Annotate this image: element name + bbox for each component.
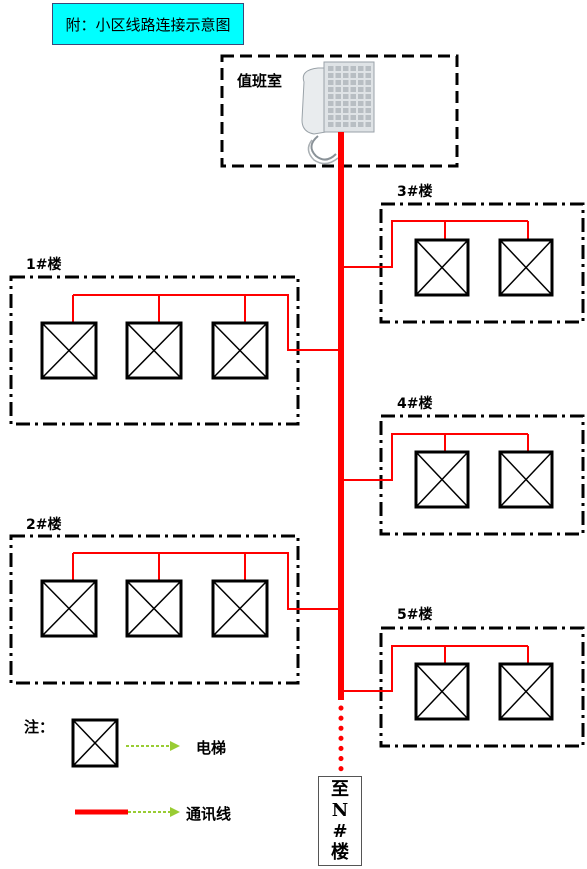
elevator-icon xyxy=(40,579,98,638)
continuation-char-1: 至 xyxy=(331,779,349,800)
keypad-key xyxy=(343,80,349,85)
building-5-wiring xyxy=(341,645,529,692)
keypad-key xyxy=(343,87,349,92)
elevator-icon xyxy=(498,450,554,509)
keypad-key xyxy=(365,108,371,113)
keypad-key xyxy=(358,101,364,106)
keypad-key xyxy=(343,115,349,120)
building-1-wiring xyxy=(72,294,341,351)
building-5-frame xyxy=(379,626,585,748)
legend-note: 注： xyxy=(24,718,55,736)
intercom-console-icon xyxy=(301,61,375,165)
elevator-icon xyxy=(125,579,183,638)
keypad-key xyxy=(365,94,371,99)
keypad-key xyxy=(343,94,349,99)
keypad-key xyxy=(365,122,371,127)
keypad-key xyxy=(350,73,356,78)
keypad-key xyxy=(358,66,364,71)
building-4-label: 4#楼 xyxy=(397,396,433,412)
keypad-key xyxy=(365,66,371,71)
keypad-key xyxy=(335,94,341,99)
keypad-key xyxy=(358,94,364,99)
legend-comm-arrowhead xyxy=(170,807,180,817)
duty-room-label: 值班室 xyxy=(237,72,283,90)
keypad-key xyxy=(335,66,341,71)
legend-elevator-symbol xyxy=(71,718,119,768)
legend-elevator-arrowhead xyxy=(170,741,180,751)
keypad-key xyxy=(335,108,341,113)
elevator-icon xyxy=(40,321,98,380)
diagram-title: 附：小区线路连接示意图 xyxy=(52,3,244,45)
keypad-key xyxy=(358,122,364,127)
keypad-key xyxy=(358,87,364,92)
keypad-key xyxy=(358,80,364,85)
elevator-icon xyxy=(211,321,269,380)
keypad-key xyxy=(328,122,334,127)
building-5-label: 5#楼 xyxy=(397,607,433,623)
keypad-key xyxy=(343,73,349,78)
elevator-symbols xyxy=(40,238,554,721)
elevator-icon xyxy=(498,662,554,721)
keypad-key xyxy=(328,108,334,113)
keypad-key xyxy=(350,80,356,85)
keypad-key xyxy=(350,115,356,120)
duty-room-frame xyxy=(220,54,459,168)
keypad-key xyxy=(335,80,341,85)
keypad-key xyxy=(365,87,371,92)
keypad-key xyxy=(358,108,364,113)
keypad-key xyxy=(335,101,341,106)
elevator-icon xyxy=(414,450,470,509)
elevator-icon xyxy=(125,321,183,380)
building-2-label: 2#楼 xyxy=(26,517,62,533)
elevator-icon xyxy=(414,238,470,297)
keypad-key xyxy=(350,122,356,127)
keypad-key xyxy=(328,66,334,71)
continuation-char-2: N xyxy=(331,800,349,821)
continuation-char-3: # xyxy=(332,821,348,842)
keypad-key xyxy=(365,73,371,78)
keypad-key xyxy=(350,94,356,99)
keypad-key xyxy=(335,87,341,92)
building-3-wiring xyxy=(341,220,529,268)
keypad-key xyxy=(343,101,349,106)
keypad-key xyxy=(335,115,341,120)
elevator-icon xyxy=(498,238,554,297)
building-4-frame xyxy=(379,414,585,536)
keypad-key xyxy=(335,122,341,127)
keypad-key xyxy=(328,87,334,92)
building-4-wiring xyxy=(341,433,529,481)
keypad-key xyxy=(350,101,356,106)
keypad-key xyxy=(358,73,364,78)
building-1-label: 1#楼 xyxy=(26,257,62,273)
keypad-key xyxy=(358,115,364,120)
continuation-box: 至 N # 楼 xyxy=(318,776,362,866)
keypad-key xyxy=(343,122,349,127)
elevator-icon xyxy=(211,579,269,638)
legend-elevator-label: 电梯 xyxy=(196,739,227,757)
keypad-key xyxy=(350,87,356,92)
keypad-key xyxy=(365,80,371,85)
keypad-key xyxy=(350,108,356,113)
building-3-label: 3#楼 xyxy=(397,184,433,200)
continuation-char-4: 楼 xyxy=(331,842,349,863)
building-2-wiring xyxy=(72,552,341,610)
keypad-key xyxy=(328,94,334,99)
keypad-key xyxy=(343,108,349,113)
keypad-key xyxy=(328,73,334,78)
keypad-key xyxy=(365,115,371,120)
elevator-icon xyxy=(71,718,119,768)
keypad-key xyxy=(328,115,334,120)
keypad-key xyxy=(328,101,334,106)
keypad-key xyxy=(350,66,356,71)
keypad-key xyxy=(343,66,349,71)
keypad-key xyxy=(328,80,334,85)
elevator-icon xyxy=(414,662,470,721)
keypad-key xyxy=(365,101,371,106)
legend-comm-line-label: 通讯线 xyxy=(186,805,232,823)
building-3-frame xyxy=(379,202,585,324)
keypad-key xyxy=(335,73,341,78)
